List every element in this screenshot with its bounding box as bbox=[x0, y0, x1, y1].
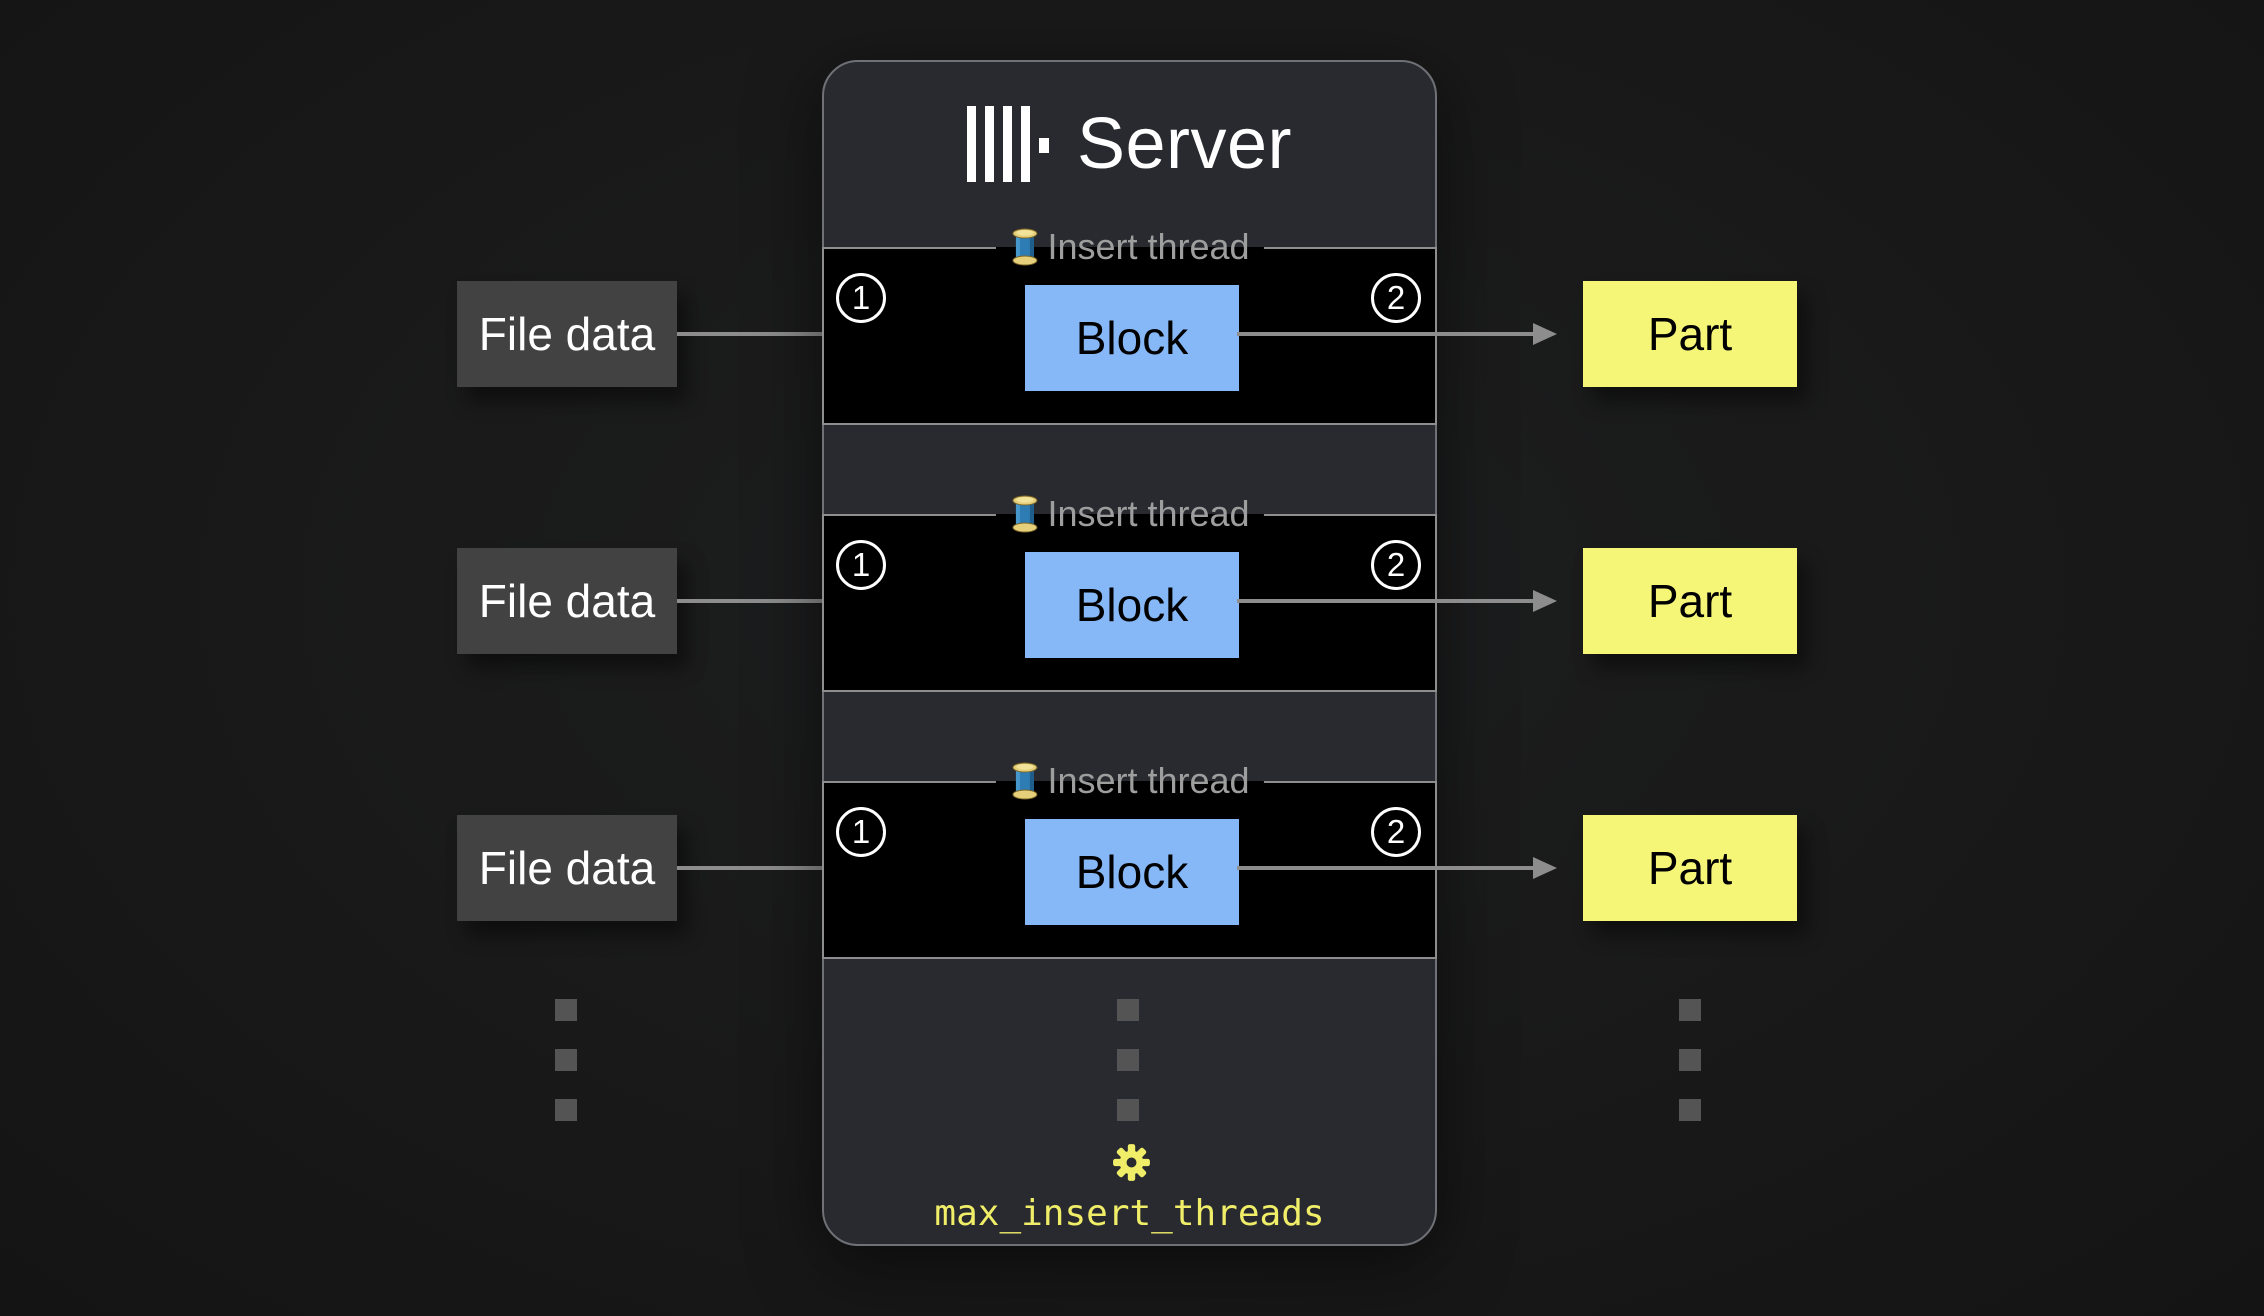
step-1-badge: 1 bbox=[836, 540, 886, 590]
ellipsis-dot bbox=[1117, 1049, 1139, 1071]
insert-thread-legend: Insert thread bbox=[995, 225, 1264, 269]
part-label: Part bbox=[1647, 842, 1733, 894]
ellipsis-dots-left bbox=[555, 999, 577, 1121]
part-box: Part bbox=[1583, 815, 1797, 921]
server-panel: Server Insert thread 1 Block 2 bbox=[822, 60, 1437, 1246]
arrow-line bbox=[1237, 332, 1533, 336]
thread-spool-icon bbox=[1011, 228, 1037, 266]
insert-thread-legend: Insert thread bbox=[995, 759, 1264, 803]
server-title: Server bbox=[1076, 104, 1293, 184]
logo-bar bbox=[966, 106, 976, 182]
step-2-badge: 2 bbox=[1371, 273, 1421, 323]
ellipsis-dot bbox=[555, 999, 577, 1021]
insert-thread-label: Insert thread bbox=[1047, 493, 1250, 534]
insert-thread-lane: Insert thread 1 Block 2 bbox=[822, 759, 1437, 959]
ellipsis-dot bbox=[555, 1049, 577, 1071]
part-label: Part bbox=[1647, 575, 1733, 627]
insert-thread-label: Insert thread bbox=[1047, 226, 1250, 267]
output-arrow bbox=[1237, 323, 1557, 345]
insert-thread-label: Insert thread bbox=[1047, 760, 1250, 801]
output-arrow bbox=[1237, 857, 1557, 879]
block-box: Block bbox=[1025, 819, 1239, 925]
arrow-head-icon bbox=[1533, 323, 1557, 345]
arrow-head-icon bbox=[1533, 590, 1557, 612]
ellipsis-dots-center bbox=[1117, 999, 1139, 1121]
clickhouse-logo-icon bbox=[966, 106, 1049, 182]
arrow-head-icon bbox=[1533, 857, 1557, 879]
step-2-badge: 2 bbox=[1371, 540, 1421, 590]
ellipsis-dot bbox=[1679, 1049, 1701, 1071]
insert-thread-legend: Insert thread bbox=[995, 492, 1264, 536]
arrow-line bbox=[1237, 866, 1533, 870]
ellipsis-dot bbox=[1679, 999, 1701, 1021]
server-header: Server bbox=[824, 102, 1435, 186]
ellipsis-dot bbox=[555, 1099, 577, 1121]
ellipsis-dot bbox=[1117, 999, 1139, 1021]
step-1-badge: 1 bbox=[836, 273, 886, 323]
thread-spool-icon bbox=[1011, 495, 1037, 533]
logo-bar bbox=[984, 106, 994, 182]
insert-thread-lane: Insert thread 1 Block 2 bbox=[822, 225, 1437, 425]
block-box: Block bbox=[1025, 285, 1239, 391]
output-arrow bbox=[1237, 590, 1557, 612]
arrow-line bbox=[1237, 599, 1533, 603]
part-box: Part bbox=[1583, 281, 1797, 387]
ellipsis-dot bbox=[1117, 1099, 1139, 1121]
logo-accent-mark bbox=[1038, 137, 1049, 153]
file-data-box: File data bbox=[457, 815, 677, 921]
file-data-box: File data bbox=[457, 281, 677, 387]
insert-thread-lane: Insert thread 1 Block 2 bbox=[822, 492, 1437, 692]
file-data-label: File data bbox=[478, 308, 656, 360]
part-label: Part bbox=[1647, 308, 1733, 360]
logo-bar bbox=[1020, 106, 1030, 182]
logo-bar bbox=[1002, 106, 1012, 182]
thread-spool-icon bbox=[1011, 762, 1037, 800]
step-1-badge: 1 bbox=[836, 807, 886, 857]
step-2-badge: 2 bbox=[1371, 807, 1421, 857]
file-data-label: File data bbox=[478, 575, 656, 627]
ellipsis-dots-right bbox=[1679, 999, 1701, 1121]
file-data-label: File data bbox=[478, 842, 656, 894]
ellipsis-dot bbox=[1679, 1099, 1701, 1121]
file-data-box: File data bbox=[457, 548, 677, 654]
gear-icon bbox=[1112, 1143, 1151, 1182]
max-insert-threads-setting: max_insert_threads bbox=[934, 1193, 1325, 1234]
block-box: Block bbox=[1025, 552, 1239, 658]
part-box: Part bbox=[1583, 548, 1797, 654]
